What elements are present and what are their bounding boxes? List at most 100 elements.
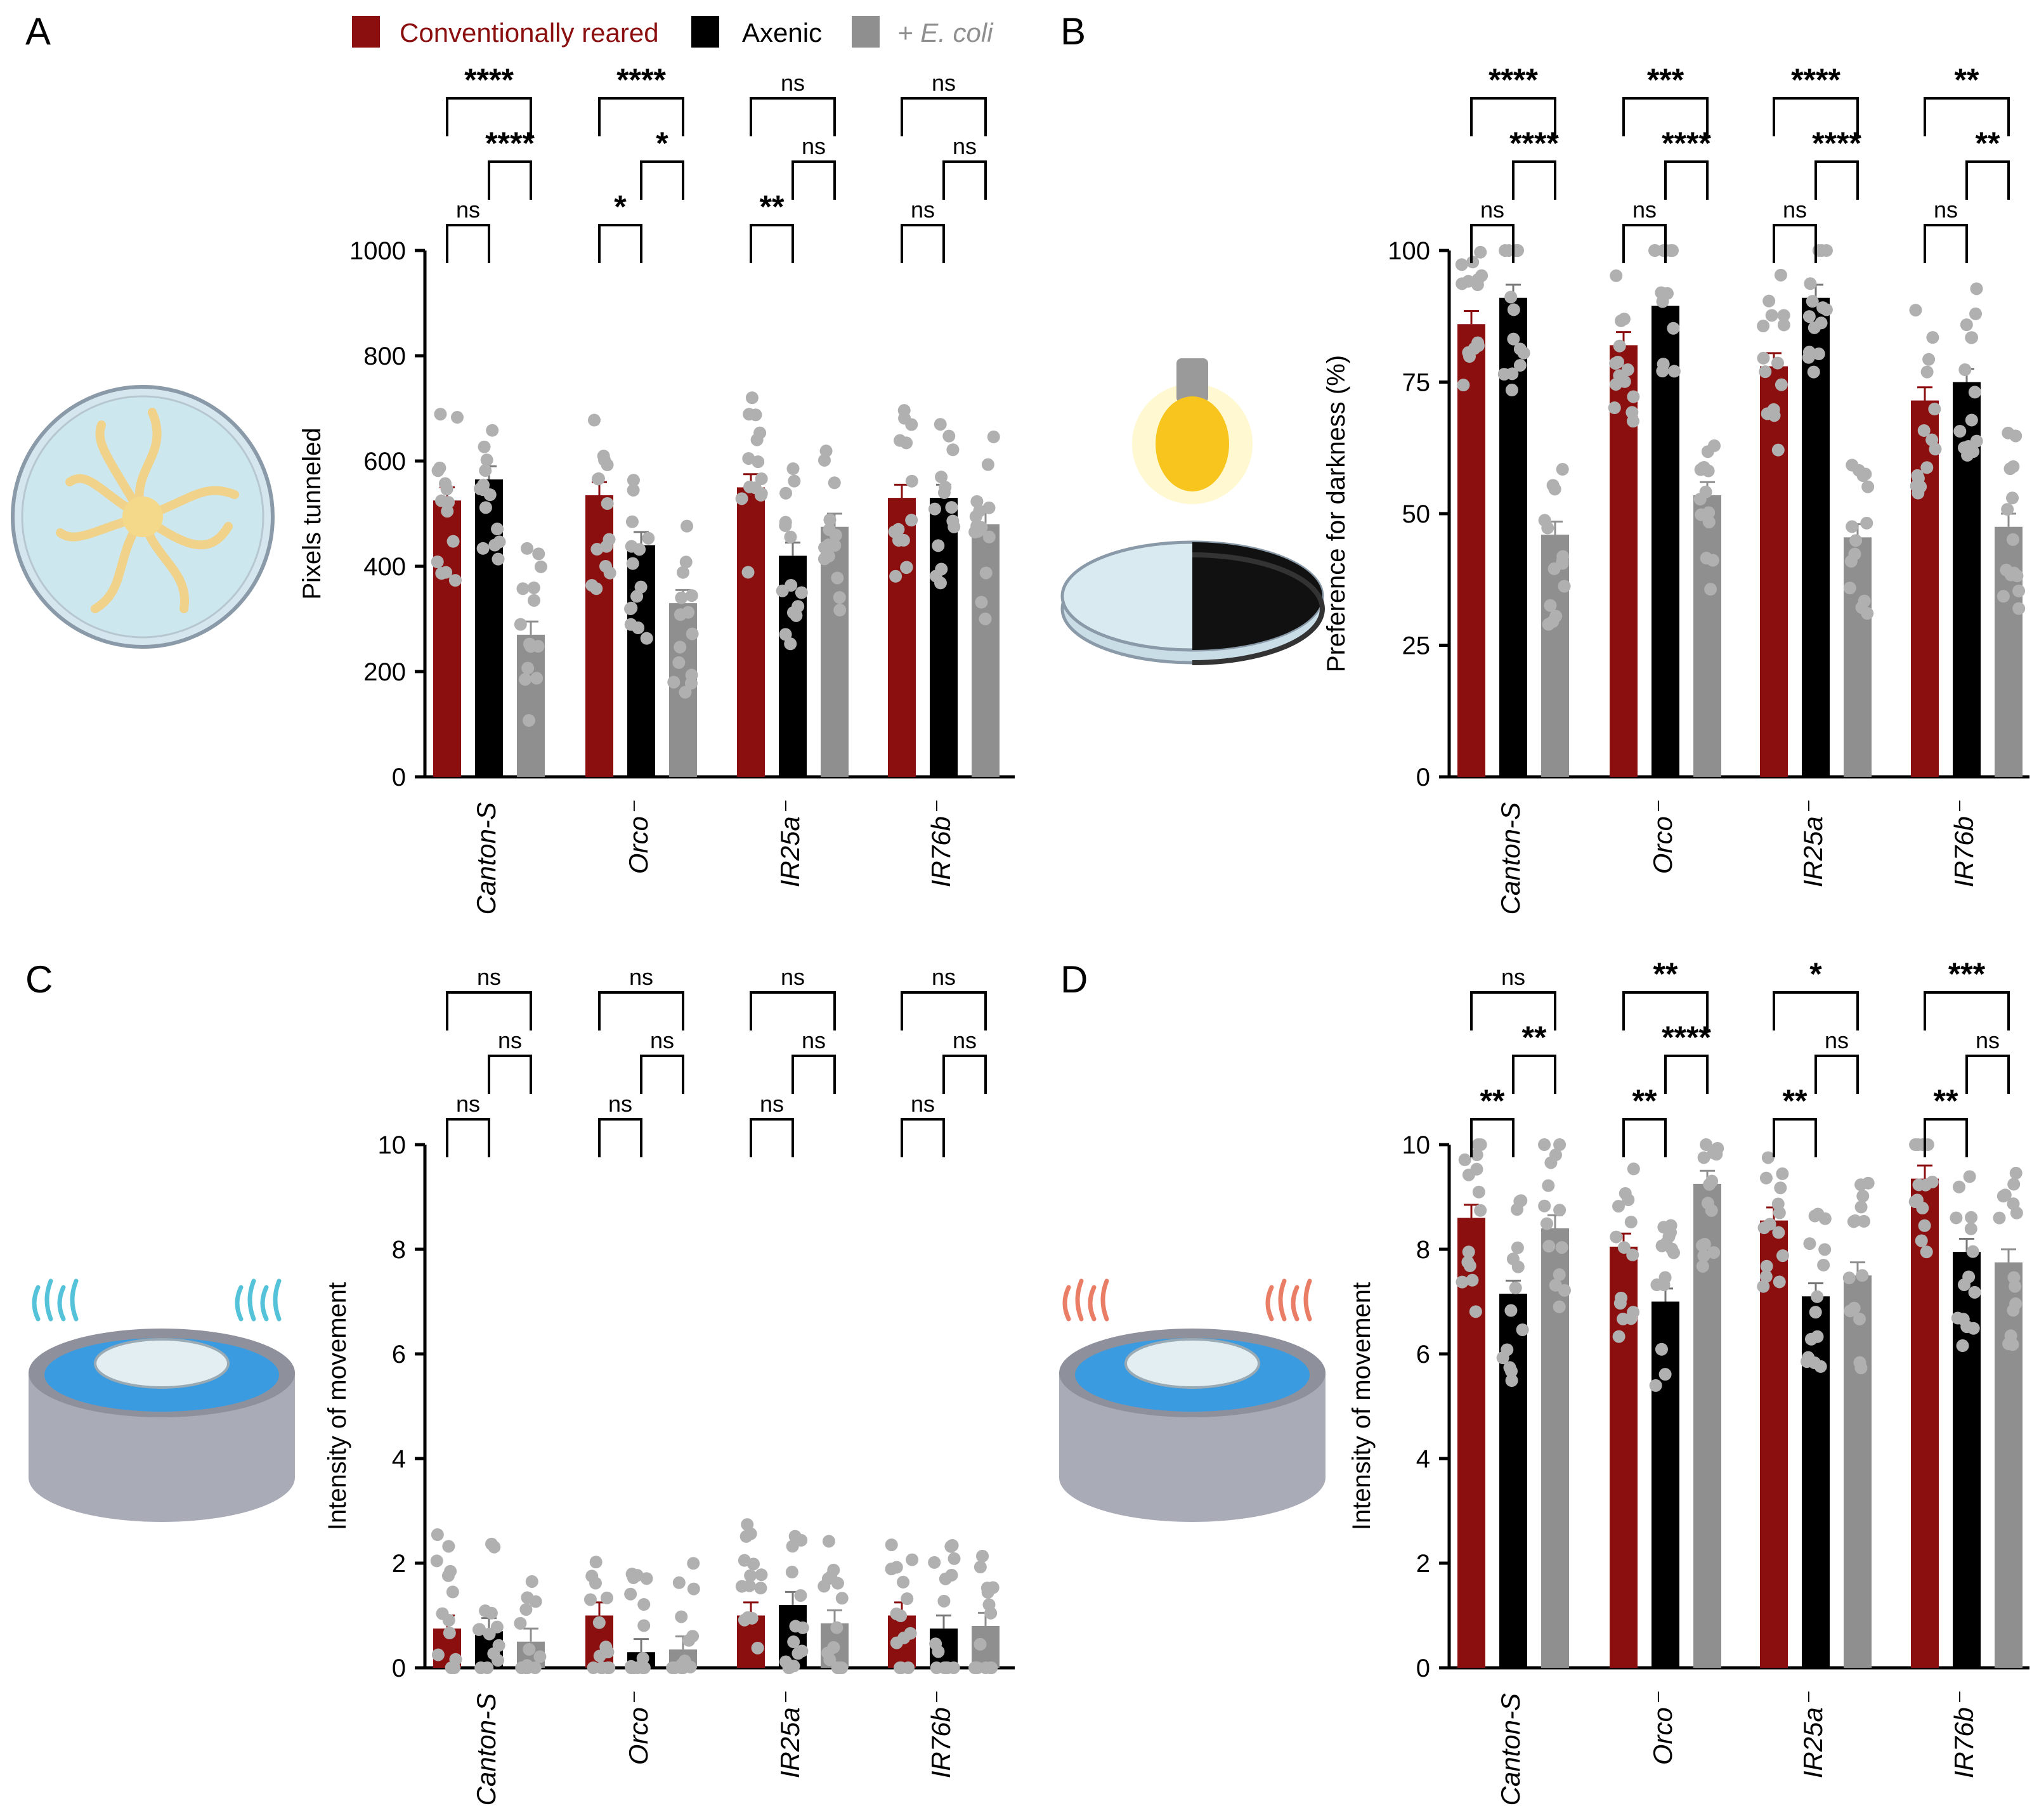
- significance-bracket: [1622, 991, 1709, 1030]
- data-point: [1710, 1148, 1723, 1161]
- data-point: [2007, 1271, 2021, 1284]
- bar: [737, 487, 765, 777]
- data-point: [472, 1623, 486, 1636]
- data-point: [474, 482, 487, 495]
- y-tick-label: 10: [1402, 1131, 1431, 1159]
- data-point: [937, 1594, 951, 1608]
- data-point: [1558, 580, 1571, 593]
- significance-label: ns: [911, 197, 935, 223]
- data-point: [902, 1661, 915, 1674]
- data-point: [1697, 1249, 1710, 1263]
- data-point: [1757, 320, 1770, 333]
- significance-label: ns: [781, 964, 805, 990]
- data-point: [979, 566, 993, 580]
- data-point: [946, 443, 960, 457]
- data-point: [667, 675, 681, 689]
- data-point: [672, 1576, 686, 1589]
- data-point: [986, 1581, 1000, 1594]
- data-point: [440, 566, 453, 579]
- data-point: [1613, 369, 1626, 382]
- error-bar: [2001, 512, 2016, 527]
- data-point: [1624, 1312, 1638, 1325]
- data-point: [488, 538, 502, 552]
- data-point: [1858, 594, 1871, 608]
- significance-bracket: [488, 1055, 532, 1094]
- significance-bracket: [1512, 1055, 1556, 1094]
- data-point: [1695, 508, 1708, 521]
- category-label: IR76b⁻: [1949, 800, 1979, 887]
- y-tick-label: 4: [1416, 1445, 1430, 1473]
- data-point: [1515, 1194, 1528, 1207]
- data-point: [592, 472, 605, 485]
- data-point: [788, 1530, 802, 1543]
- data-point: [481, 1661, 494, 1674]
- data-point: [1963, 1170, 1976, 1183]
- significance-label: ns: [802, 133, 826, 159]
- data-point: [1970, 282, 1983, 296]
- significance-label: **: [1783, 1083, 1808, 1119]
- data-point: [1965, 331, 1979, 344]
- significance-label: ****: [1662, 1020, 1711, 1055]
- data-point: [1613, 339, 1626, 353]
- data-point: [945, 1568, 958, 1582]
- data-point: [2002, 426, 2015, 439]
- y-tick-label: 10: [378, 1131, 407, 1159]
- data-point: [897, 1575, 910, 1589]
- data-point: [2006, 1338, 2019, 1351]
- data-point: [1861, 480, 1875, 493]
- data-point: [1549, 1148, 1562, 1162]
- significance-bracket: [1924, 224, 1968, 263]
- data-point: [794, 1589, 807, 1602]
- error-bar: [1464, 1204, 1479, 1218]
- significance-bracket: [1924, 1118, 1968, 1157]
- data-point: [449, 1653, 462, 1666]
- data-point: [585, 1570, 599, 1583]
- data-point: [982, 501, 996, 514]
- significance-bracket: [1965, 160, 2010, 200]
- data-point: [1650, 1278, 1664, 1292]
- significance-label: ns: [802, 1027, 826, 1053]
- data-point: [436, 1607, 449, 1620]
- error-bar: [1959, 1238, 1974, 1252]
- significance-bracket: [1664, 160, 1709, 200]
- data-point: [987, 430, 1000, 443]
- data-point: [1776, 1249, 1789, 1263]
- data-point: [745, 391, 759, 405]
- data-point: [1993, 1211, 2006, 1225]
- significance-bracket: [791, 160, 836, 200]
- bar: [1693, 495, 1721, 777]
- bar: [1541, 1228, 1569, 1668]
- data-point: [1957, 1278, 1971, 1291]
- data-point: [822, 1535, 835, 1548]
- significance-label: **: [1955, 62, 1979, 98]
- significance-bracket: [1814, 1055, 1859, 1094]
- y-tick-label: 400: [363, 553, 406, 581]
- data-point: [787, 1635, 800, 1649]
- data-point: [1705, 1204, 1718, 1217]
- bar: [1457, 1218, 1485, 1668]
- data-point: [1700, 1138, 1713, 1151]
- data-point: [1706, 554, 1719, 567]
- legend-label-conv: Conventionally reared: [400, 18, 659, 48]
- data-point: [1507, 332, 1520, 346]
- data-point: [534, 560, 547, 573]
- data-point: [514, 618, 527, 631]
- data-point: [2001, 503, 2014, 516]
- data-point: [741, 566, 755, 579]
- data-point: [937, 486, 951, 499]
- data-point: [430, 1554, 443, 1568]
- data-point: [1624, 1216, 1638, 1229]
- data-point: [744, 1569, 757, 1582]
- significance-label: ns: [932, 964, 956, 990]
- data-point: [735, 492, 748, 505]
- data-point: [789, 1620, 802, 1633]
- significance-bracket: [942, 160, 987, 200]
- data-point: [1773, 1275, 1786, 1289]
- data-point: [779, 516, 792, 529]
- significance-label: *: [614, 189, 627, 224]
- data-point: [1469, 1305, 1482, 1318]
- data-point: [751, 1641, 764, 1654]
- significance-bracket: [446, 224, 490, 263]
